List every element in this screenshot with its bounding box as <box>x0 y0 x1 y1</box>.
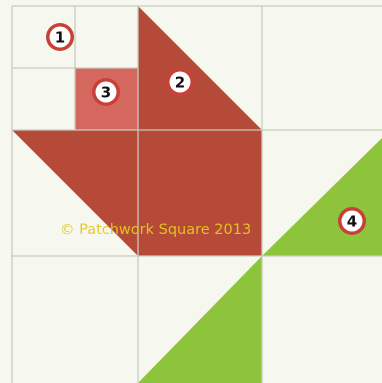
badge-3-number: 3 <box>101 84 111 102</box>
watermark-text: © Patchwork Square 2013 <box>60 222 251 238</box>
piece-badge-1: 1 <box>46 23 74 51</box>
badge-4-number: 4 <box>347 213 357 231</box>
piece-badge-3: 3 <box>92 78 120 106</box>
badge-2-number: 2 <box>175 74 185 92</box>
badge-1-number: 1 <box>55 29 65 47</box>
piece-badge-4: 4 <box>338 207 366 235</box>
piece-badge-2: 2 <box>166 68 194 96</box>
